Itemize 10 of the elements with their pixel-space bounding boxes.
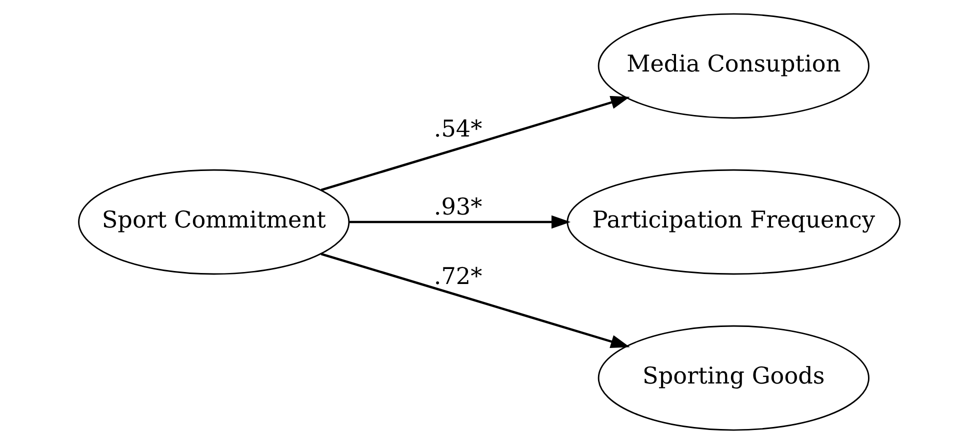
node-ellipse: Sport Commitment <box>78 169 350 275</box>
node-ellipse: Participation Frequency <box>566 169 901 275</box>
edge-label: .72* <box>434 264 482 290</box>
arrow <box>320 96 630 192</box>
edge-label: .93* <box>434 194 482 220</box>
arrow <box>320 252 630 348</box>
arrow <box>349 215 571 229</box>
node-ellipse: Media Consuption <box>598 13 870 119</box>
node-ellipse: Sporting Goods <box>598 325 870 431</box>
edge-label: .54* <box>434 116 482 142</box>
